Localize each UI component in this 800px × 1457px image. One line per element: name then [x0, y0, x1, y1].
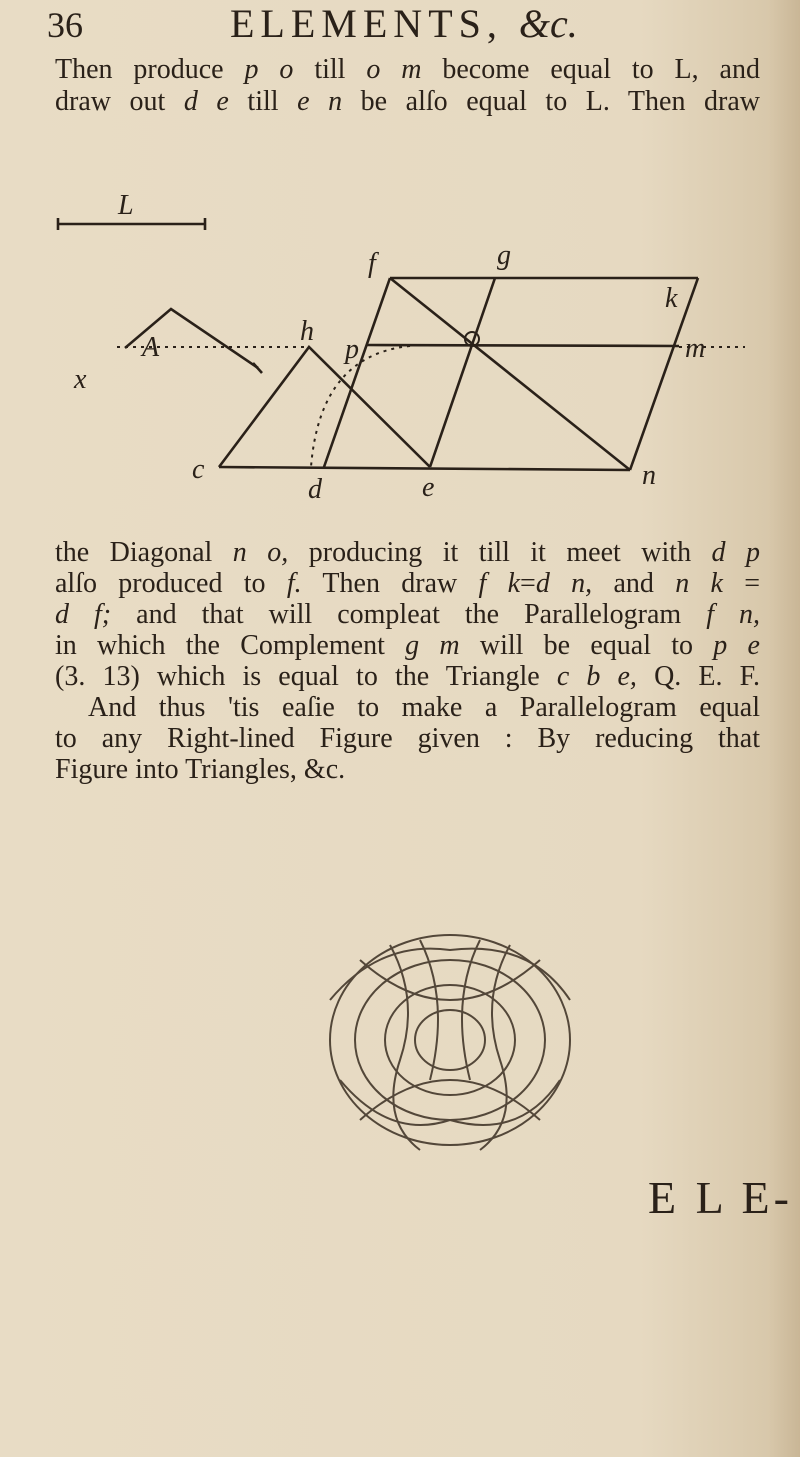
text: draw out — [55, 86, 184, 117]
text-line: the Diagonal n o, producing it till it m… — [55, 537, 760, 568]
label-p: p — [343, 334, 359, 365]
text: producing it till it meet with — [288, 537, 712, 568]
catchword: E L E- — [648, 1172, 793, 1223]
text-italic: d f; — [55, 599, 112, 630]
text-italic: c b e, — [556, 661, 637, 692]
text: and — [592, 568, 676, 599]
running-title-text: ELEMENTS, — [230, 1, 503, 46]
text: Then draw — [301, 568, 479, 599]
text: = — [722, 568, 761, 599]
text: till — [293, 54, 367, 85]
text-italic: g m — [405, 630, 460, 661]
text: alſo produced to — [55, 568, 287, 599]
text: be alſo equal to L. Then draw — [342, 86, 760, 117]
label-c: c — [192, 454, 205, 485]
text-line: Figure into Triangles, &c. — [55, 754, 346, 785]
text-italic: n o, — [232, 537, 289, 568]
text: till — [228, 86, 298, 117]
angle-A — [124, 307, 259, 370]
label-k: k — [665, 283, 678, 314]
text: and that will compleat the Parallelogram — [111, 599, 707, 630]
decorative-ornament — [329, 934, 571, 1151]
text: will be equal to — [459, 630, 714, 661]
label-x: x — [73, 364, 87, 395]
text-line: alſo produced to f. Then draw f k=d n, a… — [55, 568, 760, 599]
label-d: d — [308, 474, 323, 505]
text-italic: f k — [478, 568, 521, 599]
text-italic: f. — [286, 568, 302, 599]
running-title: ELEMENTS, &c. — [230, 2, 578, 46]
text-line: (3. 13) which is equal to the Triangle c… — [55, 661, 760, 692]
running-title-suffix: &c. — [518, 1, 578, 46]
page-number: 36 — [47, 5, 83, 45]
label-g: g — [497, 240, 511, 271]
text-line: draw out d e till e n be alſo equal to L… — [55, 86, 760, 117]
label-L: L — [117, 190, 134, 221]
label-n: n — [642, 460, 656, 491]
label-f: f — [368, 248, 379, 279]
text-line: d f; and that will compleat the Parallel… — [55, 599, 760, 630]
text-italic: d n, — [535, 568, 593, 599]
text-italic: o m — [366, 54, 422, 85]
text: Then produce — [55, 54, 245, 85]
text-italic: f n, — [706, 599, 760, 630]
text-line: And thus 'tis eaſie to make a Parallelog… — [88, 692, 760, 723]
text: Q. E. F. — [636, 661, 760, 692]
label-m: m — [685, 333, 705, 364]
text-line: Then produce p o till o m become equal t… — [55, 54, 760, 85]
text-italic: d e — [183, 86, 229, 117]
text-line: in which the Complement g m will be equa… — [55, 630, 760, 661]
text-italic: p e — [713, 630, 760, 661]
text: in which the Complement — [55, 630, 406, 661]
text: the Diagonal — [55, 537, 233, 568]
text-italic: e n — [297, 86, 343, 117]
text-italic: d p — [711, 537, 761, 568]
label-A: A — [140, 332, 160, 363]
text: (3. 13) which is equal to the Triangle — [55, 661, 557, 692]
label-e: e — [422, 472, 434, 503]
text-italic: p o — [244, 54, 294, 85]
text: = — [520, 568, 536, 599]
label-h: h — [300, 316, 314, 347]
text: become equal to L, and — [421, 54, 760, 85]
text-line: to any Right-lined Figure given : By red… — [55, 723, 760, 754]
triangle-che — [217, 345, 431, 468]
text-italic: n k — [675, 568, 723, 599]
